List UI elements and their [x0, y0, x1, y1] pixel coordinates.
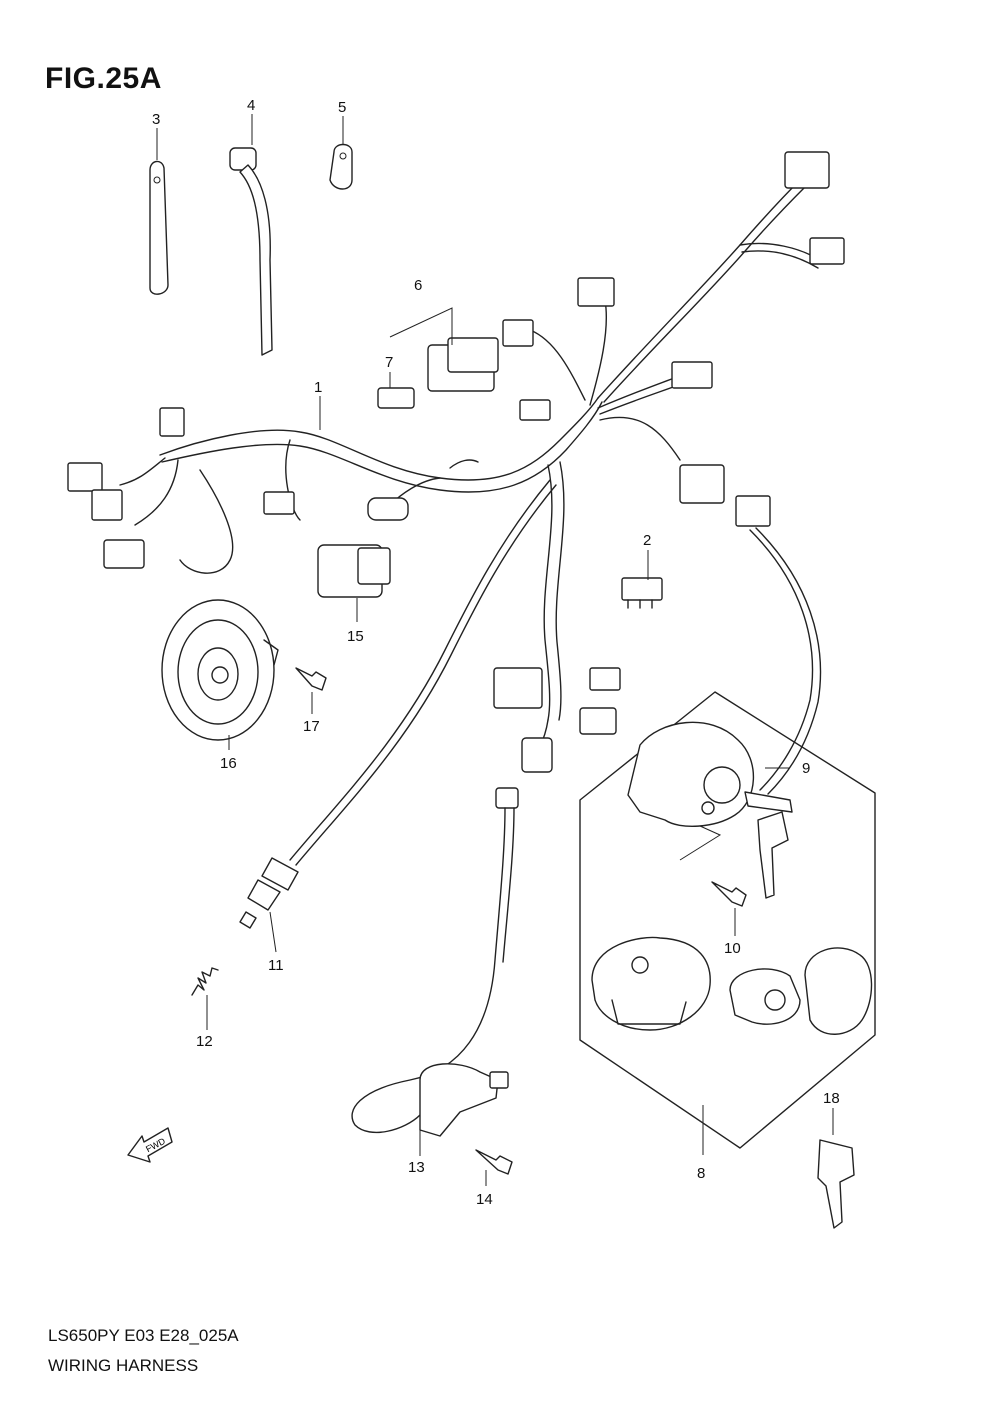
fwd-arrow: FWD — [127, 1127, 173, 1163]
model-code: LS650PY E03 E28_025A — [48, 1326, 239, 1345]
part-18-key — [817, 1139, 855, 1229]
part-14-bolt — [475, 1149, 513, 1175]
callout-14: 14 — [476, 1191, 493, 1208]
part-11-switch — [239, 857, 299, 929]
callout-5: 5 — [338, 99, 346, 116]
callout-15: 15 — [347, 628, 364, 645]
part-13-sensor — [419, 1063, 509, 1137]
callout-1: 1 — [314, 379, 322, 396]
part-6-relay — [427, 337, 499, 392]
part-10-screw — [711, 881, 747, 907]
diagram-name: WIRING HARNESS — [48, 1356, 199, 1375]
part-7-fuse — [377, 387, 415, 409]
harness-connectors — [67, 151, 845, 1134]
callout-17: 17 — [303, 718, 320, 735]
part-2-connector — [621, 577, 663, 609]
callout-12: 12 — [196, 1033, 213, 1050]
callout-8: 8 — [697, 1165, 705, 1182]
part-8-lock-set — [579, 691, 876, 1149]
callout-18: 18 — [823, 1090, 840, 1107]
part-5-clamp — [329, 143, 353, 190]
callout-9: 9 — [802, 760, 810, 777]
callout-13: 13 — [408, 1159, 425, 1176]
callout-7: 7 — [385, 354, 393, 371]
callout-11: 11 — [268, 957, 284, 974]
part-12-spring — [191, 967, 219, 996]
callout-6: 6 — [414, 277, 422, 294]
leader-6 — [389, 307, 453, 345]
part-16-horn — [161, 599, 279, 741]
callout-16: 16 — [220, 755, 237, 772]
callout-labels: 1 2 3 4 5 6 7 8 9 10 11 12 13 14 15 16 1… — [152, 97, 840, 1208]
part-15-relay — [317, 544, 391, 598]
part-4-cable-tie — [229, 147, 273, 356]
callout-3: 3 — [152, 111, 160, 128]
callout-10: 10 — [724, 940, 741, 957]
callout-2: 2 — [643, 532, 651, 549]
callout-4: 4 — [247, 97, 255, 114]
leader-lines — [156, 114, 834, 1186]
figure-title: FIG.25A — [45, 62, 162, 95]
part-3-clamp — [149, 160, 169, 295]
leader-8-dash — [679, 825, 722, 861]
part-17-screw — [295, 667, 327, 691]
